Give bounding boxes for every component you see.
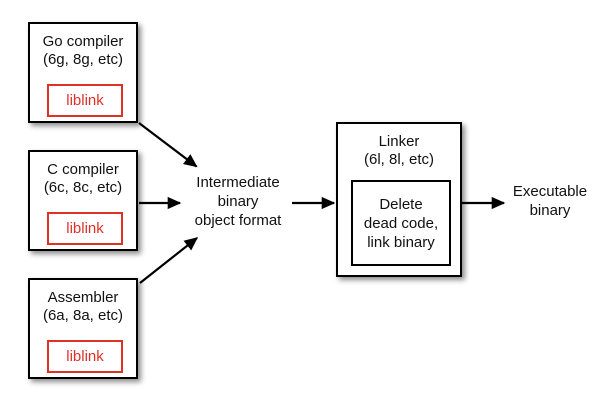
node-c-compiler-title: C compiler (6c, 8c, etc) bbox=[43, 161, 123, 196]
node-assembler[interactable]: Assembler (6a, 8a, etc) liblink bbox=[28, 278, 138, 379]
node-assembler-liblink-box[interactable]: liblink bbox=[47, 340, 123, 373]
node-c-compiler[interactable]: C compiler (6c, 8c, etc) liblink bbox=[28, 150, 138, 251]
label-executable-binary: Executable binary bbox=[512, 183, 588, 219]
node-assembler-liblink-label: liblink bbox=[66, 348, 104, 365]
label-intermediate-format: Intermediate binary object format bbox=[194, 174, 282, 229]
node-c-compiler-liblink-label: liblink bbox=[66, 220, 104, 237]
node-go-compiler-title: Go compiler (6g, 8g, etc) bbox=[42, 33, 124, 68]
node-go-compiler-liblink-box[interactable]: liblink bbox=[47, 84, 123, 117]
node-assembler-title: Assembler (6a, 8a, etc) bbox=[42, 289, 124, 324]
node-linker[interactable]: Linker (6l, 8l, etc) Delete dead code, l… bbox=[336, 122, 462, 277]
node-go-compiler-liblink-label: liblink bbox=[66, 92, 104, 109]
node-linker-delete-dead-code-box[interactable]: Delete dead code, link binary bbox=[351, 180, 451, 266]
node-go-compiler[interactable]: Go compiler (6g, 8g, etc) liblink bbox=[28, 22, 138, 123]
edge-go-to-intermediate bbox=[138, 122, 198, 168]
node-linker-delete-dead-code-label: Delete dead code, link binary bbox=[363, 195, 439, 251]
node-c-compiler-liblink-box[interactable]: liblink bbox=[47, 212, 123, 245]
node-linker-title: Linker (6l, 8l, etc) bbox=[363, 133, 435, 168]
edge-assembler-to-intermediate bbox=[139, 237, 199, 284]
